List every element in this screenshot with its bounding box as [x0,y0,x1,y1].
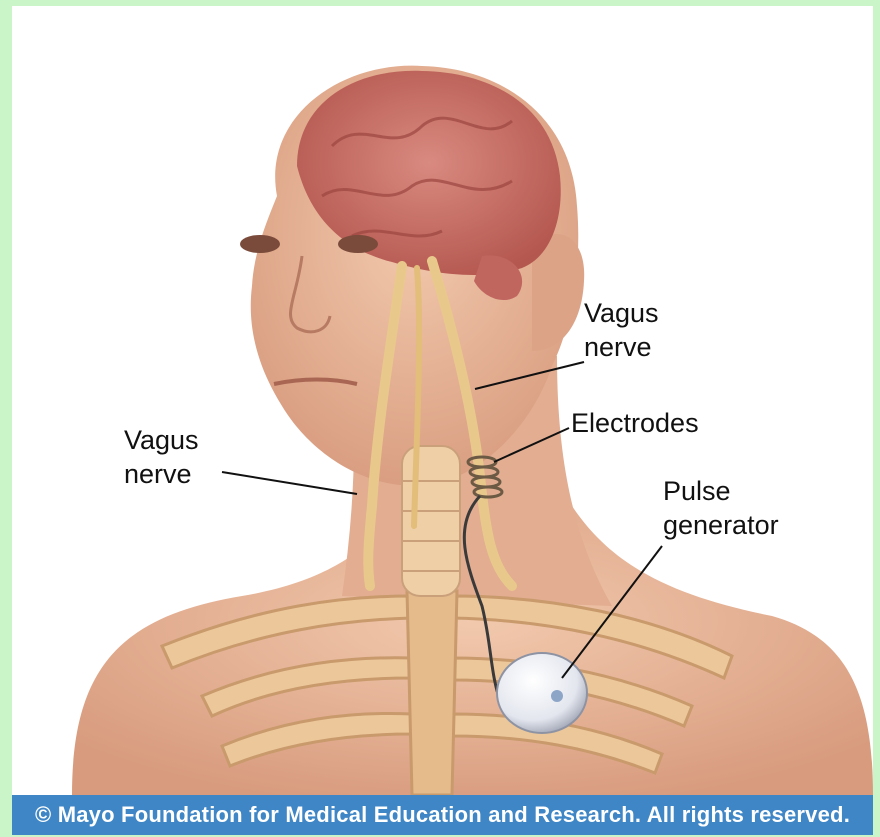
illustration-frame: Vagus nerve Vagus nerve Electrodes Pulse… [12,6,873,835]
eye-left [240,235,280,253]
label-vagus-nerve-left: Vagus nerve [124,423,199,491]
label-pulse-generator: Pulse generator [663,474,779,542]
eye-right [338,235,378,253]
trachea [402,446,460,596]
copyright-footer: © Mayo Foundation for Medical Education … [12,795,873,835]
sternum [407,591,457,795]
label-electrodes: Electrodes [571,406,699,440]
vagus-nerve-stimulation-illustration [12,6,873,795]
pulse-generator-device [497,653,587,733]
label-vagus-nerve-right: Vagus nerve [584,296,659,364]
